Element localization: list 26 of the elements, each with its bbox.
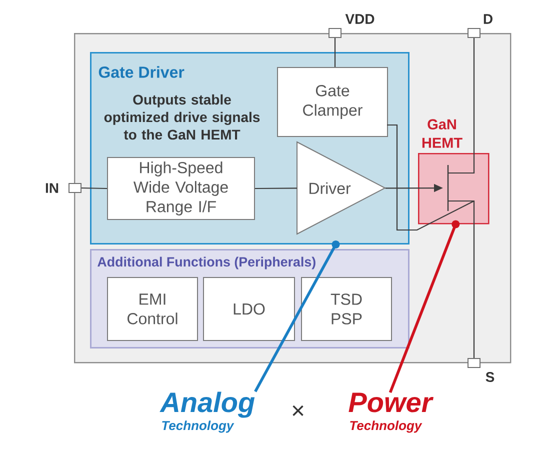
- pin-label: S: [486, 372, 494, 382]
- heading-text: Power: [348, 392, 434, 412]
- leader-line: [388, 220, 460, 394]
- times-sign: ×: [292, 405, 304, 416]
- pin-label: D: [484, 14, 492, 24]
- function-block: EMI Control: [107, 277, 198, 341]
- connector-line: [334, 38, 336, 67]
- function-block: High-Speed Wide Voltage Range I/F: [107, 157, 255, 220]
- component-label: GaN HEMT: [422, 119, 462, 148]
- panel-title: Gate Driver: [98, 66, 184, 78]
- description-text: Outputs stable optimized drive signals to the GaN HEMT: [104, 94, 260, 140]
- heading-text: Analog: [160, 392, 255, 418]
- connector-line: [448, 38, 475, 174]
- function-block: Gate Clamper: [277, 67, 388, 137]
- function-block: LDO: [203, 277, 295, 341]
- pin-label: VDD: [345, 14, 374, 24]
- connector-line: [448, 200, 475, 358]
- subheading-text: Technology: [162, 420, 234, 433]
- pin-label: IN: [46, 183, 58, 193]
- connector-line: [387, 124, 474, 231]
- panel-title: Additional Functions (Peripherals): [98, 256, 316, 270]
- subheading-text: Technology: [350, 420, 422, 433]
- connector-line: [82, 187, 108, 190]
- function-block: TSD PSP: [301, 277, 392, 341]
- leader-line: [254, 240, 340, 392]
- connector-line: [255, 188, 297, 190]
